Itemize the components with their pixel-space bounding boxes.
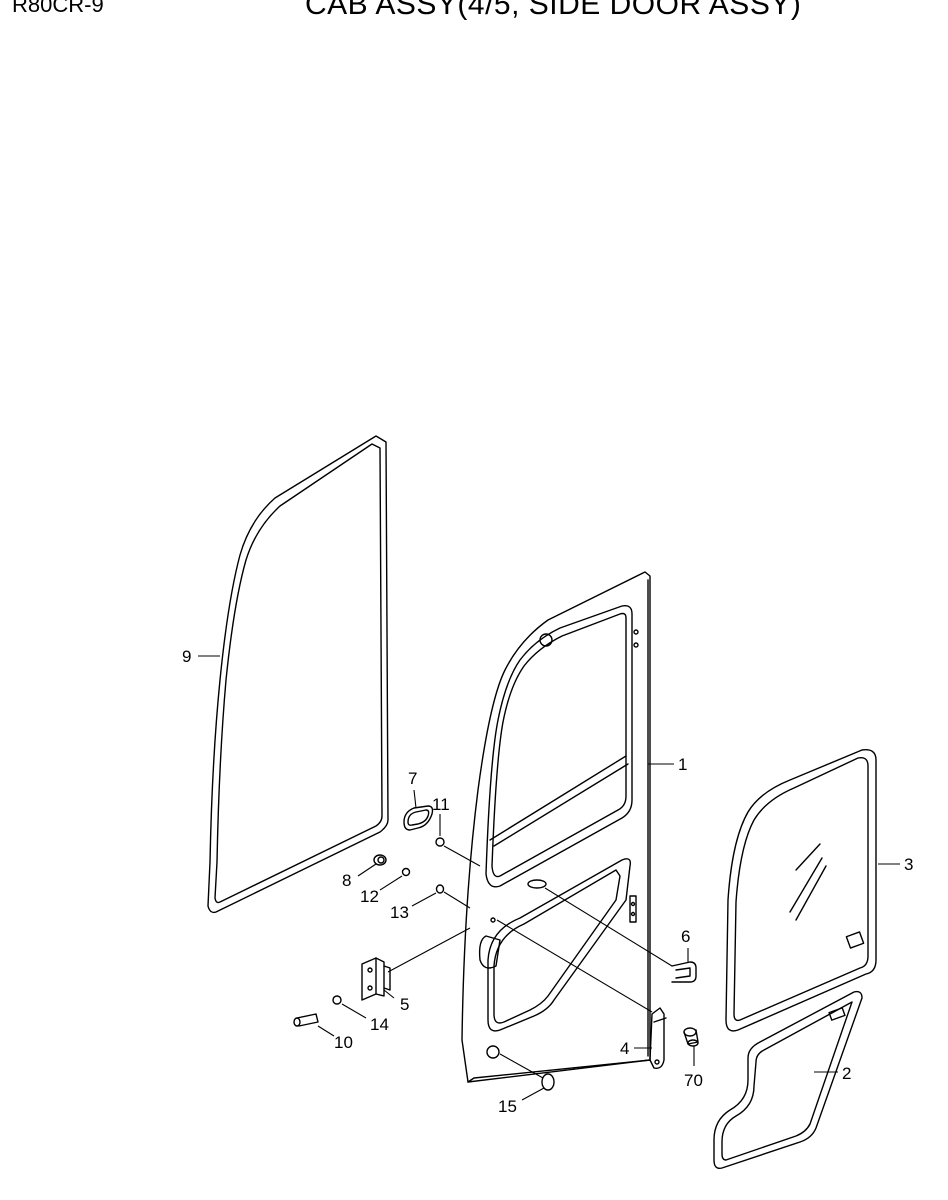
part-8-washer[interactable] xyxy=(373,854,387,866)
part-14-washer[interactable] xyxy=(332,995,342,1005)
callout-4: 4 xyxy=(620,1039,629,1058)
part-70-bumper[interactable] xyxy=(683,1027,699,1047)
callout-labels: 9 1 3 2 4 5 6 7 8 11 12 13 14 10 15 70 xyxy=(182,647,913,1116)
callout-5: 5 xyxy=(400,995,409,1014)
callout-9: 9 xyxy=(182,647,191,666)
part-12-washer[interactable] xyxy=(401,867,411,877)
callout-2: 2 xyxy=(842,1064,851,1083)
callout-13: 13 xyxy=(390,903,409,922)
callout-8: 8 xyxy=(342,871,351,890)
callout-1: 1 xyxy=(678,755,687,774)
callout-70: 70 xyxy=(684,1071,703,1090)
part-7-grommet[interactable] xyxy=(403,805,434,831)
part-4-latch-lever[interactable] xyxy=(649,1007,667,1070)
part-15-cap[interactable] xyxy=(541,1073,555,1091)
part-13-nut[interactable] xyxy=(435,884,445,894)
part-11-nut[interactable] xyxy=(435,837,445,847)
callout-12: 12 xyxy=(360,887,379,906)
callout-11: 11 xyxy=(432,795,450,814)
callout-10: 10 xyxy=(334,1033,353,1052)
callout-15: 15 xyxy=(498,1097,517,1116)
callout-14: 14 xyxy=(370,1015,389,1034)
part-6-striker[interactable] xyxy=(671,961,697,983)
part-2-lower-panel[interactable] xyxy=(713,990,863,1170)
leader-lines xyxy=(198,655,900,1101)
callout-7: 7 xyxy=(408,769,417,788)
part-1-door-frame[interactable] xyxy=(461,571,651,1083)
part-9-door-seal[interactable] xyxy=(207,435,389,914)
part-3-window-glass[interactable] xyxy=(725,749,877,1032)
part-10-bolt[interactable] xyxy=(293,1013,319,1027)
callout-3: 3 xyxy=(904,855,913,874)
model-code: R80CR-9 xyxy=(12,0,104,17)
diagram-title: CAB ASSY(4/5, SIDE DOOR ASSY) xyxy=(305,0,802,21)
part-5-hinge[interactable] xyxy=(361,957,391,1001)
callout-6: 6 xyxy=(681,927,690,946)
